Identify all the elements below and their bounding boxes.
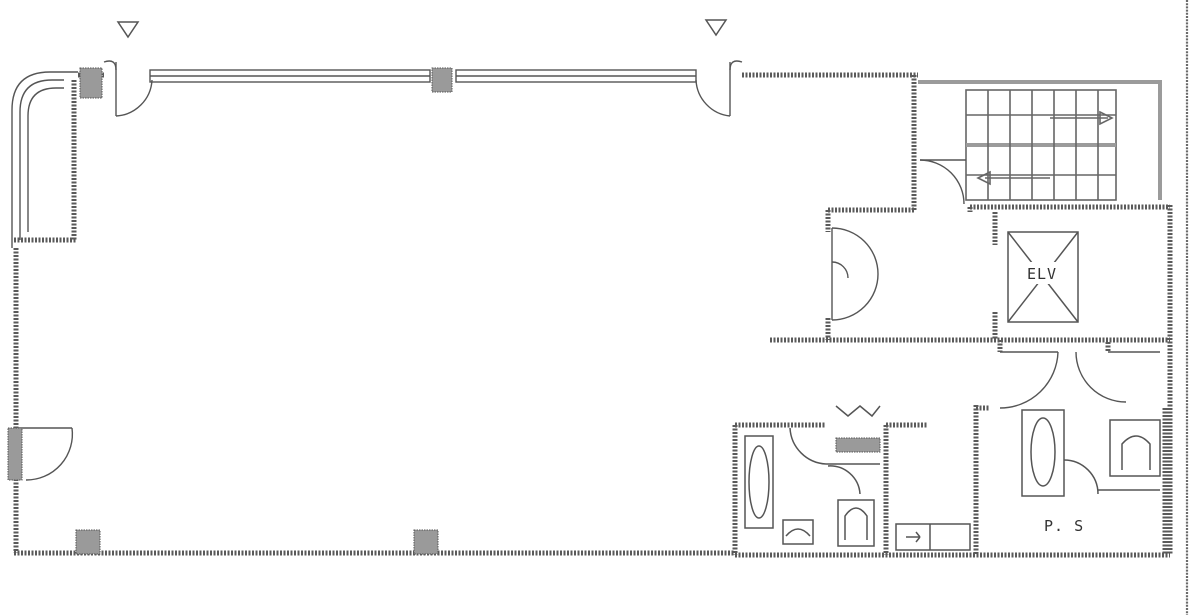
left-wall-door xyxy=(7,427,74,481)
lobby-lower-doors xyxy=(999,351,1160,409)
top-windows xyxy=(79,67,697,99)
restroom-right xyxy=(1021,409,1161,497)
pipe-shaft-label: P. S xyxy=(1044,517,1084,535)
top-entrance-door-left xyxy=(103,60,153,117)
pillar-bottom-center xyxy=(413,529,439,555)
entrance-marker-right xyxy=(704,19,728,37)
outer-walls xyxy=(13,72,1173,558)
entrance-marker-left xyxy=(116,21,140,39)
pillar-bottom-left xyxy=(75,529,101,555)
restroom-left xyxy=(744,405,881,547)
lobby-doors xyxy=(831,227,879,321)
curved-bay-window xyxy=(11,71,78,248)
staircase xyxy=(918,80,1162,205)
top-entrance-door-right xyxy=(695,60,743,117)
utility-room xyxy=(895,523,971,551)
elevator-label-bg xyxy=(1024,262,1064,284)
elevator-label: ELV xyxy=(1027,265,1057,283)
